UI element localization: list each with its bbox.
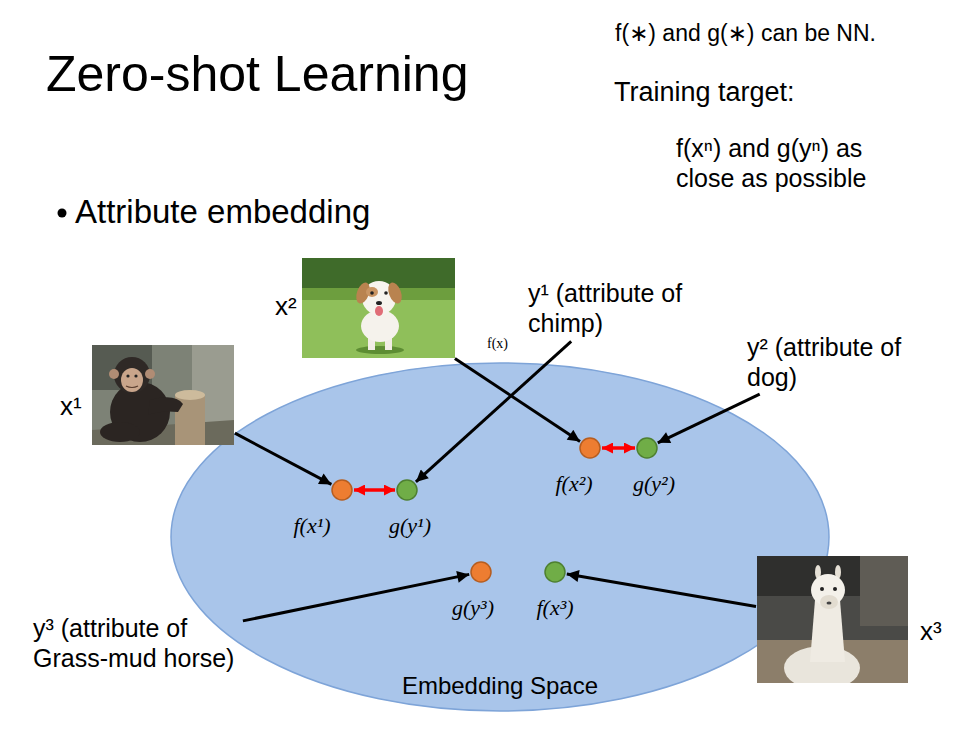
- ellipse-shape: [171, 363, 829, 711]
- photo-node: x¹: [92, 345, 234, 445]
- dot-shape: [544, 561, 566, 583]
- sample-label: x²: [275, 291, 297, 322]
- dot-circle: [332, 480, 352, 500]
- photo-node: x²: [302, 258, 455, 358]
- attribute-node: y¹ (attribute of chimp): [528, 278, 688, 338]
- attribute-label: y² (attribute of dog): [747, 332, 907, 392]
- dot-circle: [637, 438, 657, 458]
- dot-shape: [470, 561, 492, 583]
- note-text: f(∗) and g(∗) can be NN.: [615, 20, 876, 48]
- embedding-dot: f(x²): [579, 437, 601, 459]
- embedding-dot: f(x¹): [331, 479, 353, 501]
- mapping-arrow: [567, 574, 756, 606]
- dot-circle: [545, 562, 565, 582]
- embedding-label: f(x¹): [293, 513, 330, 539]
- dot-circle: [397, 480, 417, 500]
- embedding-ellipse: Embedding Space f(x¹) g(y¹) f(x²) g(y²) g(y³)…: [170, 362, 830, 712]
- bullet-dot: [58, 209, 67, 218]
- note-heading: Training target:: [614, 76, 795, 108]
- sample-label: x³: [920, 616, 942, 647]
- dot-circle: [580, 438, 600, 458]
- slide-title: Zero-shot Learning: [46, 44, 468, 104]
- alpaca-photo: [757, 556, 908, 683]
- photo-node: x³: [757, 556, 908, 683]
- embedding-label: f(x³): [536, 595, 573, 621]
- dot-shape: [331, 479, 353, 501]
- dot-shape: [396, 479, 418, 501]
- embedding-dot: g(y³): [470, 561, 492, 583]
- embedding-dot: f(x³): [544, 561, 566, 583]
- dog-photo: [302, 258, 455, 358]
- attribute-node: y² (attribute of dog): [747, 332, 907, 392]
- dot-shape: [636, 437, 658, 459]
- attribute-node: y³ (attribute of Grass-mud horse): [33, 613, 238, 673]
- space-label: Embedding Space: [402, 672, 598, 701]
- mapping-arrow: [243, 574, 469, 621]
- attribute-label: y³ (attribute of Grass-mud horse): [33, 613, 238, 673]
- ellipse-outline: [170, 362, 830, 712]
- embedding-label: g(y³): [452, 595, 494, 621]
- similarity-arrow: [602, 446, 635, 450]
- mapping-arrow: [235, 433, 332, 484]
- attribute-label: y¹ (attribute of chimp): [528, 278, 688, 338]
- dot-shape: [579, 437, 601, 459]
- function-label: f(x): [487, 336, 508, 353]
- mapping-arrow: [658, 394, 760, 443]
- sample-label: x¹: [60, 391, 82, 422]
- chimp-photo: [92, 345, 234, 445]
- embedding-dot: g(y²): [636, 437, 658, 459]
- embedding-dot: g(y¹): [396, 479, 418, 501]
- bullet-text: Attribute embedding: [75, 192, 370, 232]
- dot-circle: [471, 562, 491, 582]
- embedding-label: g(y¹): [389, 513, 431, 539]
- mapping-arrow: [455, 359, 580, 442]
- note-text: f(xⁿ) and g(yⁿ) as close as possible: [676, 133, 908, 193]
- similarity-arrow: [354, 488, 395, 492]
- embedding-label: g(y²): [633, 471, 675, 497]
- mapping-arrow: [416, 341, 571, 482]
- embedding-label: f(x²): [555, 471, 592, 497]
